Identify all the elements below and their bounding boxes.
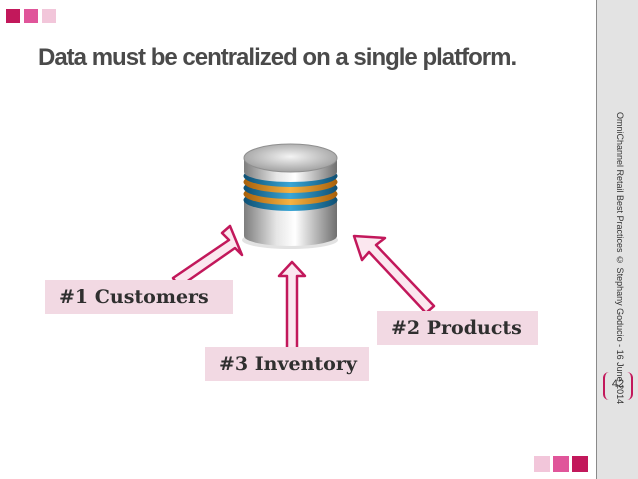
deco-square-2	[24, 9, 38, 23]
database-icon	[242, 143, 338, 249]
deco-square-1	[6, 9, 20, 23]
deco-square-3	[42, 9, 56, 23]
footer-text: OmniChannel Retail Best Practices © Step…	[615, 112, 625, 405]
deco-square-5	[553, 456, 569, 472]
arrow-customers	[171, 224, 244, 289]
label-inventory: #3 Inventory	[205, 347, 369, 381]
arrow-inventory	[277, 260, 307, 359]
label-products: #2 Products	[377, 311, 538, 345]
label-customers: #1 Customers	[45, 280, 233, 314]
page-number-frame	[603, 372, 633, 400]
slide-title: Data must be centralized on a single pla…	[38, 44, 517, 71]
sidebar-divider	[596, 0, 597, 479]
page-number: 42	[611, 378, 625, 390]
sidebar	[597, 0, 638, 479]
diagram-graphics	[171, 143, 436, 359]
arrow-products	[352, 234, 436, 315]
deco-square-6	[572, 456, 588, 472]
deco-square-4	[534, 456, 550, 472]
